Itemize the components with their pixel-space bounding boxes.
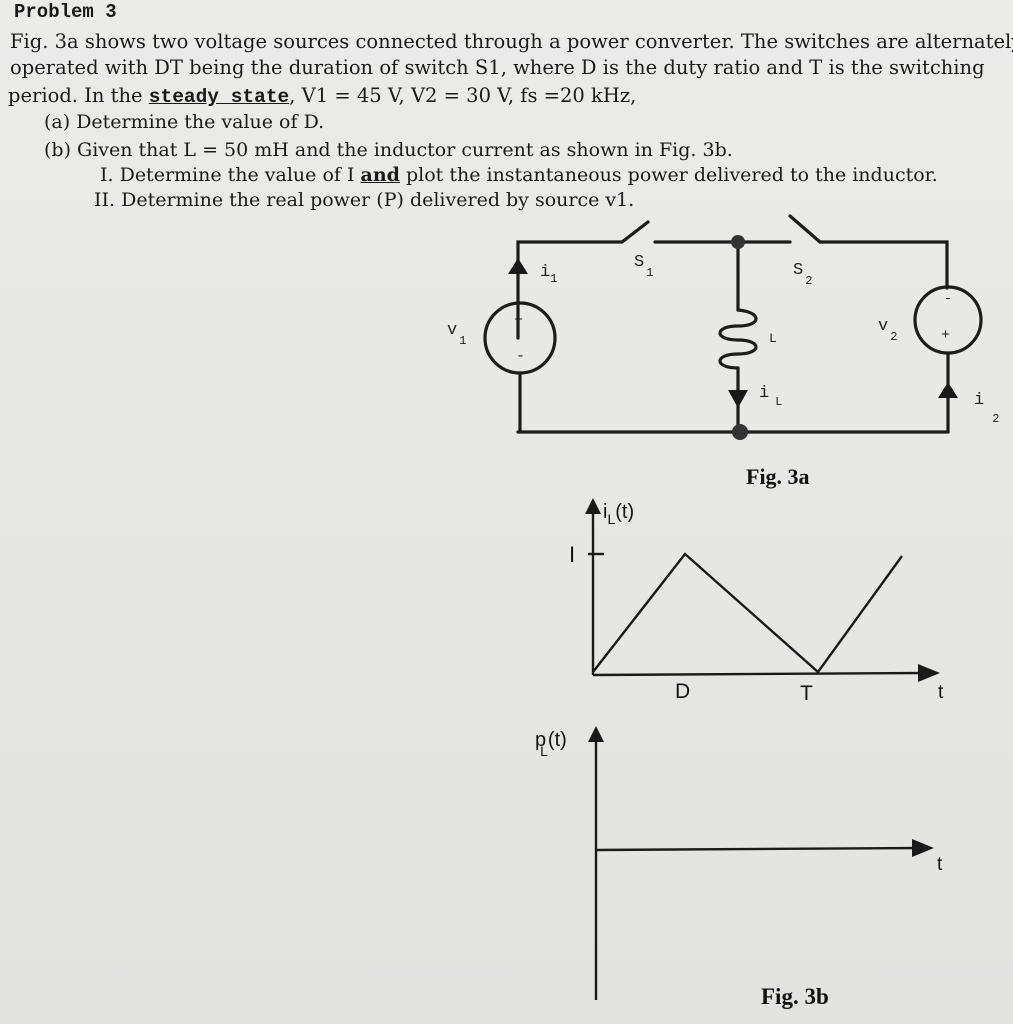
pl-time-axis bbox=[595, 846, 921, 852]
and-emphasis: and bbox=[360, 164, 400, 186]
arrow-i2-icon bbox=[938, 382, 958, 398]
il-waveform bbox=[592, 552, 903, 674]
q1-pre: I. Determine the value of I bbox=[100, 164, 361, 186]
d-tick-label: D bbox=[675, 680, 690, 703]
question-a: (a) Determine the value of D. bbox=[44, 111, 325, 133]
wire-top-left bbox=[516, 240, 624, 340]
node-bottom bbox=[732, 424, 748, 440]
label-i2: i2 bbox=[974, 391, 999, 426]
fig3b-caption: Fig. 3b bbox=[761, 984, 829, 1009]
problem-line-2: operated with DT being the duration of s… bbox=[10, 56, 985, 79]
switch-s1-blade bbox=[620, 220, 650, 244]
arrow-i1-icon bbox=[508, 258, 528, 274]
pl-axis-arrow-icon bbox=[588, 726, 604, 742]
label-s2: S2 bbox=[793, 261, 812, 288]
label-s1: S1 bbox=[634, 253, 653, 280]
problem-line-1: Fig. 3a shows two voltage sources connec… bbox=[10, 30, 1013, 53]
steady-state-emphasis: steady state bbox=[148, 86, 290, 108]
il-time-arrow-icon bbox=[918, 664, 940, 682]
t-axis-label: t bbox=[938, 682, 944, 703]
v1-minus-sign: - bbox=[516, 348, 525, 365]
node-top bbox=[731, 235, 745, 249]
t-axis-label-2: t bbox=[937, 854, 943, 875]
label-i1: i1 bbox=[540, 263, 557, 286]
label-v1: v1 bbox=[447, 321, 466, 348]
label-v2: v2 bbox=[878, 317, 897, 344]
q1-post: plot the instantaneous power delivered t… bbox=[399, 164, 938, 186]
wire-top-right bbox=[818, 240, 949, 290]
question-b-ii: II. Determine the real power (P) deliver… bbox=[94, 189, 635, 211]
t-tick-label: T bbox=[800, 682, 813, 705]
pl-axis-label: pL(t) bbox=[535, 729, 567, 759]
problem-title: Problem 3 bbox=[14, 1, 117, 23]
v2-plus-sign: + bbox=[941, 327, 950, 344]
line3-pre: period. In the bbox=[8, 84, 149, 107]
question-b: (b) Given that L = 50 mH and the inducto… bbox=[44, 139, 733, 161]
v2-minus-sign: - bbox=[944, 291, 952, 306]
il-axis-label: iL(t) bbox=[603, 501, 634, 527]
arrow-il-icon bbox=[728, 390, 748, 408]
il-axis-arrow-icon bbox=[585, 498, 601, 514]
inductor-coil bbox=[718, 308, 758, 370]
question-b-i: I. Determine the value of I and plot the… bbox=[100, 163, 938, 187]
line3-post: , V1 = 45 V, V2 = 30 V, fs =20 kHz, bbox=[289, 84, 637, 107]
i-tick-label: I bbox=[569, 542, 575, 567]
label-inductor: L bbox=[769, 331, 777, 346]
pl-time-arrow-icon bbox=[912, 839, 934, 857]
fig3a-caption: Fig. 3a bbox=[746, 464, 810, 489]
switch-s2-blade bbox=[788, 214, 822, 244]
v1-plus-sign: + bbox=[514, 312, 523, 329]
il-time-axis bbox=[592, 671, 926, 677]
problem-line-3: period. In the steady state, V1 = 45 V, … bbox=[8, 84, 636, 109]
